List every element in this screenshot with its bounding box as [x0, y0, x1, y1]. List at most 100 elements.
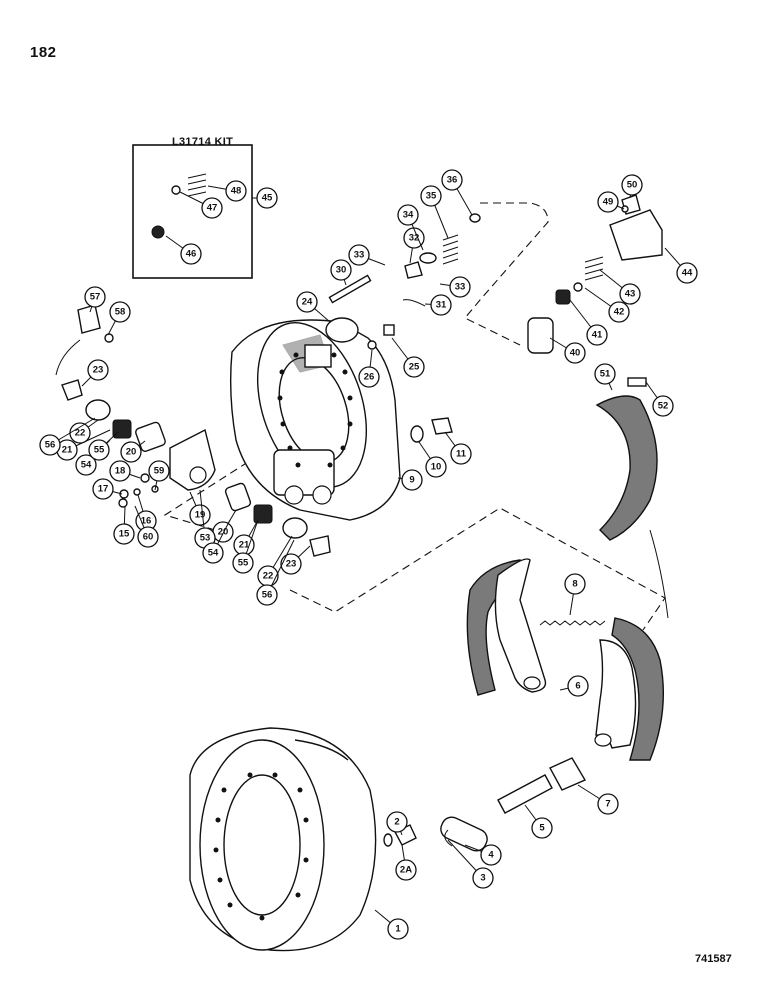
callout-label: 2A: [400, 865, 412, 876]
callout-label: 54: [81, 460, 92, 471]
callout-label: 22: [263, 571, 274, 582]
rivet-52: [627, 377, 647, 387]
callout-circle: [449, 276, 471, 298]
lock-32: [404, 261, 423, 279]
spring-18: [140, 473, 150, 483]
backing-plate: [229, 319, 401, 521]
snap-ring: [444, 829, 453, 847]
callout-label: 44: [682, 268, 693, 279]
brake-drum: [189, 727, 377, 952]
callout-label: 57: [90, 292, 101, 303]
ball-42: [573, 282, 583, 292]
callout-label: 19: [195, 510, 206, 521]
callout-circle: [621, 174, 643, 196]
callout-circle: [358, 366, 380, 388]
callout-circle: [137, 526, 159, 548]
callout-label: 5: [539, 823, 545, 834]
figure-id: 741587: [695, 953, 732, 965]
callout-circle: [586, 324, 608, 346]
callout-label: 36: [447, 175, 458, 186]
ball-47: [171, 185, 181, 195]
cup-21b: [253, 504, 273, 524]
callout-circle: [180, 243, 202, 265]
callout-label: 48: [231, 186, 242, 197]
callout-label: 60: [143, 532, 154, 543]
callout-label: 21: [239, 540, 250, 551]
pin-30: [328, 274, 372, 304]
callout-label: 10: [431, 462, 442, 473]
callout-circle: [676, 262, 698, 284]
callout-circle: [395, 859, 417, 881]
callout-circle: [597, 191, 619, 213]
callout-label: 42: [614, 307, 625, 318]
cup-21: [112, 419, 132, 439]
callout-circle: [113, 523, 135, 545]
callout-circle: [256, 187, 278, 209]
boot-22b: [282, 517, 308, 539]
callout-circle: [88, 439, 110, 461]
washer-34: [419, 252, 437, 264]
callout-label: 47: [207, 203, 218, 214]
callout-circle: [120, 441, 142, 463]
callout-label: 52: [658, 401, 669, 412]
kit-box: [132, 144, 253, 279]
callout-label: 33: [455, 282, 466, 293]
callout-label: 20: [126, 447, 137, 458]
adjuster-23: [61, 379, 83, 401]
callout-circle: [148, 460, 170, 482]
callout-circle: [109, 301, 131, 323]
callout-circle: [608, 301, 630, 323]
spring-48: [187, 173, 207, 197]
callout-label: 41: [592, 330, 603, 341]
callout-label: 50: [627, 180, 638, 191]
spring-43: [584, 256, 604, 281]
adjuster-57: [77, 304, 101, 334]
callout-label: 9: [409, 475, 414, 486]
eccentric-24: [325, 317, 359, 343]
callout-label: 18: [115, 466, 126, 477]
callout-label: 15: [119, 529, 130, 540]
callout-circle: [420, 185, 442, 207]
dashed-group-lower: [289, 507, 666, 631]
callout-circle: [425, 456, 447, 478]
callout-label: 55: [238, 558, 249, 569]
bolt-25: [383, 324, 395, 336]
callout-label: 49: [603, 197, 614, 208]
callout-circle: [619, 283, 641, 305]
callout-label: 25: [409, 362, 420, 373]
callout-label: 1: [395, 924, 401, 935]
callout-label: 40: [570, 348, 581, 359]
ball-49: [621, 205, 629, 213]
callout-label: 53: [200, 533, 211, 544]
wheel-cylinder: [169, 428, 216, 491]
callout-circle: [232, 552, 254, 574]
boot-22: [85, 399, 111, 421]
callout-circle: [202, 542, 224, 564]
clip-31: [402, 299, 426, 307]
seal-41: [555, 289, 571, 305]
callout-circle: [397, 204, 419, 226]
nut-11: [431, 417, 453, 435]
page-number: 182: [30, 44, 57, 61]
callout-label: 21: [62, 445, 73, 456]
callout-circle: [75, 454, 97, 476]
washer-26: [367, 340, 377, 350]
callout-label: 30: [336, 265, 347, 276]
valve-16: [133, 488, 141, 496]
callout-circle: [594, 363, 616, 385]
callout-label: 56: [45, 440, 56, 451]
callout-circle: [430, 294, 452, 316]
callout-circle: [280, 553, 302, 575]
callout-label: 23: [93, 365, 104, 376]
callout-label: 55: [94, 445, 105, 456]
dashed-group-upper-right: [464, 202, 549, 346]
callout-circle: [441, 169, 463, 191]
callout-label: 51: [600, 369, 611, 380]
callout-label: 17: [98, 484, 109, 495]
callout-label: 4: [488, 850, 494, 861]
callout-circle: [92, 478, 114, 500]
callout-label: 20: [218, 527, 229, 538]
washer-10: [410, 425, 424, 443]
callout-circle: [652, 395, 674, 417]
